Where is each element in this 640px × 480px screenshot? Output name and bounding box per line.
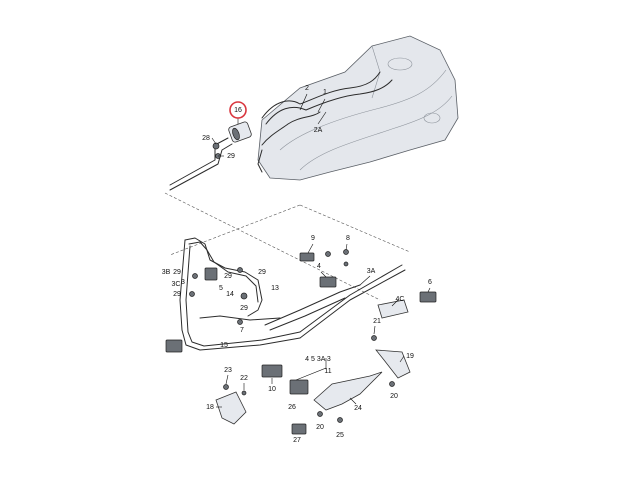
reference-dashed-lines (164, 192, 411, 301)
callout-2A: 2A (314, 127, 323, 134)
callout-24: 24 (354, 405, 362, 412)
callout-2: 2 (305, 85, 309, 92)
engine-bay-lines (179, 237, 406, 351)
tank-fuel-lines (257, 71, 393, 173)
clips-and-brackets (165, 249, 437, 435)
callout-19: 19 (406, 353, 414, 360)
callout-1: 1 (323, 89, 327, 96)
callout-8: 8 (346, 235, 350, 242)
callout-29: 29 (258, 269, 266, 276)
callout-3A: 3A (367, 268, 376, 275)
callout-29: 29 (240, 305, 248, 312)
callout-29: 29 (227, 153, 235, 160)
fuel-tank (257, 35, 459, 181)
callout-11: 11 (324, 368, 331, 375)
callout-labels: 1 2 2A 16 28 29 9 8 4 3A 6 4C 3B 29 3 3C… (162, 85, 432, 444)
callout-7: 7 (240, 327, 244, 334)
callout-28: 28 (202, 135, 210, 142)
callout-3B: 3B (162, 269, 171, 276)
callout-5: 5 (219, 285, 223, 292)
callout-26: 26 (288, 404, 296, 411)
callout-29: 29 (224, 273, 232, 280)
callout-20: 20 (316, 424, 324, 431)
callout-22: 22 (240, 375, 248, 382)
callout-10: 10 (268, 386, 276, 393)
callout-4C: 4C (396, 296, 405, 303)
leader-lines (211, 93, 431, 408)
callout-9: 9 (311, 235, 315, 242)
callout-16: 16 (234, 107, 242, 114)
fuel-filter (169, 121, 252, 191)
callout-13: 13 (271, 285, 279, 292)
callout-6: 6 (428, 279, 432, 286)
callout-25: 25 (336, 432, 344, 439)
callout-14: 14 (226, 291, 234, 298)
callout-27: 27 (293, 437, 301, 444)
callout-18: 18 (206, 404, 214, 411)
callout-4: 4 (317, 263, 321, 270)
underbody-panels (215, 349, 411, 425)
callout-15: 15 (220, 342, 228, 349)
callout-23: 23 (224, 367, 232, 374)
callout-3C: 3C (172, 281, 181, 288)
highlight-ring (229, 101, 247, 119)
callout-20: 20 (390, 393, 398, 400)
callout-4-5-3A-3: 4 5 3A 3 (305, 356, 331, 363)
callout-21: 21 (373, 318, 381, 325)
callout-3: 3 (181, 279, 185, 286)
callout-29: 29 (173, 291, 181, 298)
callout-29: 29 (173, 269, 181, 276)
